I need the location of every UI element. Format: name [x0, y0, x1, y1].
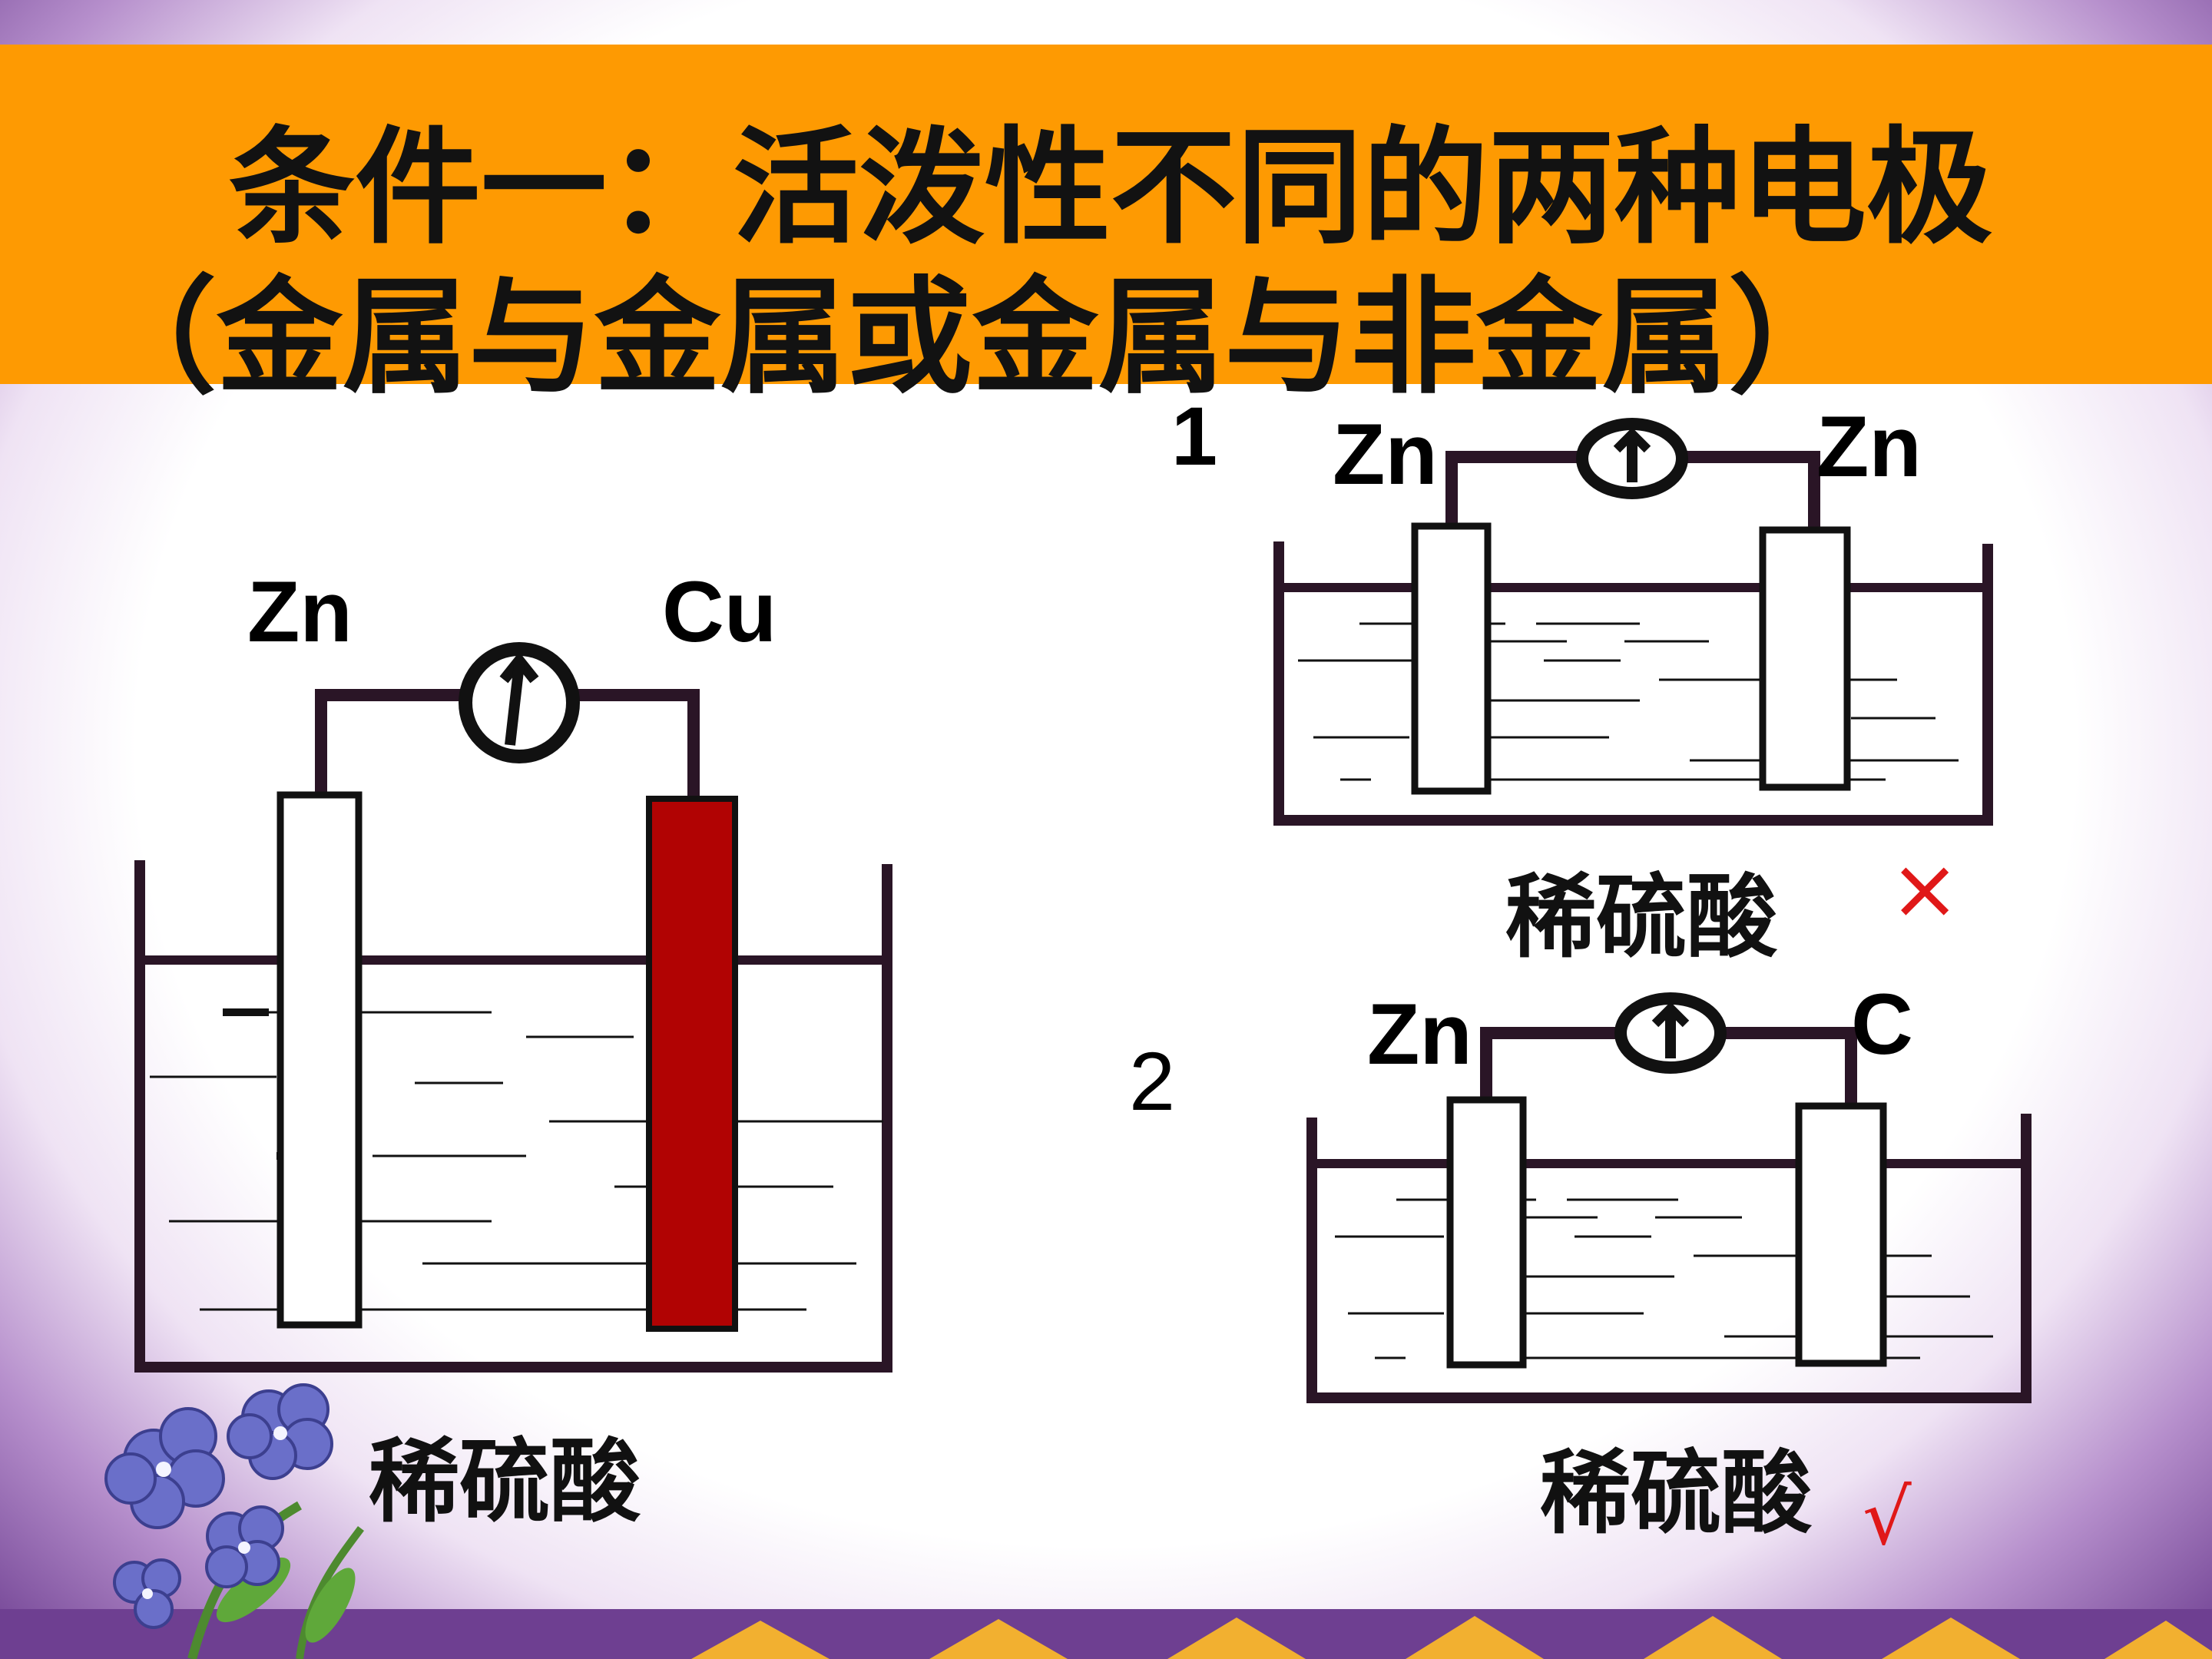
- cell-1: 1 Zn Zn 稀硫酸 ×: [1171, 389, 1993, 970]
- ammeter-icon: [1576, 418, 1688, 499]
- main-cell: Zn Cu 稀硫酸: [134, 564, 892, 1535]
- cell-2-right-electrode-label: C: [1851, 976, 1913, 1072]
- main-wire-left: [315, 689, 470, 795]
- cell-1-right-electrode-label: Zn: [1816, 399, 1922, 495]
- cell-2-wire-right: [1713, 1027, 1857, 1106]
- cell-1-number: 1: [1171, 389, 1217, 482]
- cell-2-verdict-check: √: [1863, 1472, 1912, 1562]
- cell-2-zn-electrode: [1446, 1096, 1527, 1369]
- title-line-1: 条件一：活泼性不同的两种电极: [229, 114, 1993, 261]
- cell-2-number: 2: [1129, 1035, 1175, 1128]
- flower-decoration-icon: [104, 1383, 364, 1659]
- cell-1-electrolyte-label: 稀硫酸: [1505, 863, 1778, 970]
- main-zn-electrode: [276, 791, 363, 1329]
- cell-2: 2 Zn C 稀硫酸 √: [1129, 976, 2032, 1562]
- title-banner: 条件一：活泼性不同的两种电极 （金属与金属或金属与非金属）: [0, 45, 2212, 401]
- main-right-electrode-label: Cu: [662, 564, 777, 660]
- main-wire-right: [568, 689, 700, 799]
- cell-1-liquid-waves: [1298, 622, 1959, 781]
- main-electrolyte-label: 稀硫酸: [369, 1428, 641, 1535]
- title-line-2: （金属与金属或金属与非金属）: [91, 264, 1855, 411]
- cell-2-beaker: [1306, 1114, 2032, 1403]
- cell-2-c-electrode: [1795, 1102, 1887, 1367]
- cell-1-left-electrode: [1411, 522, 1492, 795]
- cell-1-wire-left: [1445, 451, 1590, 528]
- cell-2-electrolyte-label: 稀硫酸: [1540, 1439, 1813, 1546]
- cell-2-left-electrode-label: Zn: [1367, 986, 1472, 1082]
- border-pattern-icon: [0, 1609, 2212, 1659]
- main-beaker: [134, 860, 892, 1373]
- cell-1-right-electrode: [1759, 526, 1851, 791]
- main-left-electrode-label: Zn: [247, 564, 353, 660]
- cell-1-beaker: [1273, 541, 1993, 826]
- cell-2-wire-left: [1480, 1027, 1628, 1102]
- cell-1-wire-right: [1674, 451, 1820, 530]
- ammeter-icon: [1614, 992, 1727, 1074]
- main-cu-electrode: [646, 796, 738, 1332]
- cell-1-verdict-cross: ×: [1889, 839, 1960, 938]
- ammeter-icon: [459, 642, 580, 763]
- cell-2-liquid-waves: [1335, 1198, 1993, 1359]
- cell-1-left-electrode-label: Zn: [1333, 406, 1438, 502]
- main-liquid-waves: [150, 1011, 883, 1311]
